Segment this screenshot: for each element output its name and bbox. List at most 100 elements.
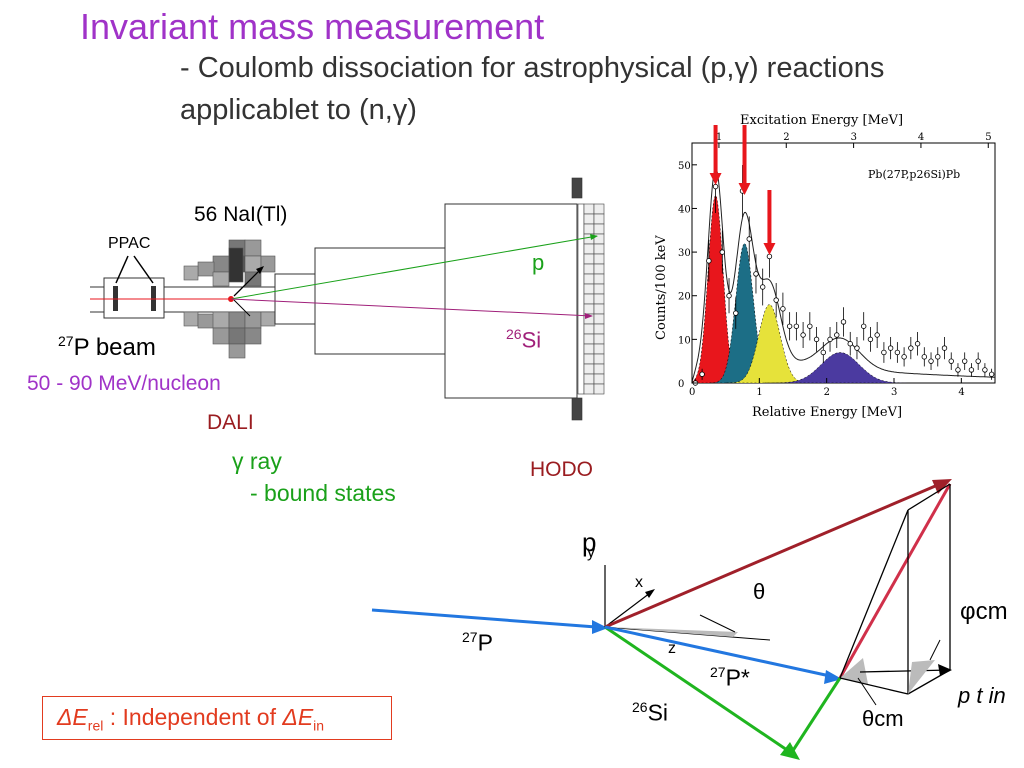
proton-label: p xyxy=(532,250,545,275)
hodo-label: HODO xyxy=(530,458,593,481)
hodoscope-cell xyxy=(583,293,595,305)
peak-fill xyxy=(764,352,916,384)
data-point xyxy=(840,319,847,325)
top-tick-label: 4 xyxy=(918,132,924,143)
data-point xyxy=(982,367,988,373)
hodoscope-cell xyxy=(583,253,595,265)
data-point xyxy=(793,323,800,329)
spectrometer-outline xyxy=(274,203,578,399)
data-point xyxy=(813,336,820,343)
hodoscope-cell xyxy=(593,343,605,355)
hodoscope-cell xyxy=(593,323,605,335)
hodoscope-cell xyxy=(593,353,605,365)
delta-e-in-subscript: in xyxy=(313,717,325,734)
data-points xyxy=(691,160,995,386)
hodoscope-cell xyxy=(583,343,595,355)
si26-kin-text: Si xyxy=(647,699,669,726)
si26-kin-label: 26Si xyxy=(632,699,668,727)
data-point xyxy=(753,271,759,277)
hodoscope-cell xyxy=(593,223,605,235)
x-tick-label: 2 xyxy=(824,387,830,398)
data-point xyxy=(726,293,732,299)
data-point xyxy=(874,332,880,338)
y-tick-label: 10 xyxy=(678,335,691,346)
chart-xlabel: Relative Energy [MeV] xyxy=(752,405,902,420)
cm-proton-vector xyxy=(838,483,952,679)
phi-cm-wedge xyxy=(908,660,935,694)
peak-arrowhead xyxy=(763,243,776,255)
dali-array xyxy=(183,239,276,359)
peak-fill xyxy=(709,243,780,384)
data-point xyxy=(712,183,719,190)
incoming-beam-arrow xyxy=(371,608,597,629)
ppac-arrows xyxy=(115,255,154,284)
gamma-ray-label: γ ray xyxy=(232,448,282,474)
data-point xyxy=(921,354,927,360)
data-point xyxy=(894,349,901,356)
hodoscope-cell xyxy=(583,203,595,215)
data-point xyxy=(834,332,840,338)
ppac-detector-2 xyxy=(151,286,156,311)
data-point xyxy=(847,341,853,347)
hodoscope-cell xyxy=(593,303,605,315)
pt-in-label: p t in xyxy=(958,683,1006,708)
target-marker xyxy=(228,296,234,302)
hodoscope-cell xyxy=(583,333,595,345)
x-tick-label: 3 xyxy=(891,387,897,398)
data-point xyxy=(854,345,860,351)
hodoscope-cell xyxy=(593,233,605,245)
hodoscope-cell xyxy=(583,303,595,315)
data-point xyxy=(975,358,981,364)
hodoscope-cell xyxy=(583,273,595,285)
hodoscope-cell xyxy=(583,233,595,245)
hodoscope-cell xyxy=(593,313,605,325)
y-tick-label: 40 xyxy=(678,204,691,215)
si26-kin-mass-number: 26 xyxy=(632,699,648,715)
peak-fills xyxy=(691,194,916,384)
hodoscope-cell xyxy=(583,263,595,275)
data-point xyxy=(786,323,793,329)
data-point xyxy=(935,354,941,360)
hodoscope-cell xyxy=(593,253,605,265)
hodoscope-cell xyxy=(583,353,595,365)
hodoscope-cell xyxy=(593,283,605,295)
si26-label: 26Si xyxy=(506,326,541,353)
dali-label: DALI xyxy=(207,411,254,434)
hodoscope-cell xyxy=(583,313,595,325)
hodoscope xyxy=(571,177,585,421)
data-point xyxy=(766,253,773,260)
data-point xyxy=(692,380,699,386)
ppac-box xyxy=(103,277,165,319)
hodoscope-cell xyxy=(583,323,595,335)
si26-vector xyxy=(604,625,791,754)
top-tick-label: 3 xyxy=(851,132,857,143)
top-tick-label: 5 xyxy=(985,132,991,143)
delta-e-in-symbol: ΔE xyxy=(282,704,314,730)
hodoscope-cell xyxy=(593,213,605,225)
hodoscope-cell xyxy=(593,373,605,385)
proton-vector xyxy=(604,482,941,629)
delta-e-rel-symbol: ΔE xyxy=(57,704,88,730)
theta-cm-wedge xyxy=(840,658,868,684)
hodoscope-cell xyxy=(593,363,605,375)
y-tick-label: 20 xyxy=(678,292,691,303)
theta-label: θ xyxy=(753,579,766,604)
data-point xyxy=(861,323,867,329)
energy-label: 50 - 90 MeV/nucleon xyxy=(27,372,221,395)
hodoscope-cell xyxy=(583,283,595,295)
hodoscope-cell xyxy=(583,243,595,255)
gamma-arrow xyxy=(233,267,263,297)
fit-line xyxy=(691,167,995,382)
phi-cm-label: φcm xyxy=(960,598,1008,625)
si26-mass-number: 26 xyxy=(506,326,522,342)
y-axis-label: y xyxy=(587,544,595,561)
data-point xyxy=(867,336,874,343)
data-point xyxy=(988,371,995,377)
hodoscope-cell xyxy=(593,273,605,285)
p27-label: 27P xyxy=(462,629,493,657)
ppac-detector-1 xyxy=(113,286,118,311)
hodoscope-cells xyxy=(583,203,605,395)
theta-wedge xyxy=(605,627,738,637)
data-point xyxy=(699,371,705,377)
beam-pipe xyxy=(90,286,315,313)
